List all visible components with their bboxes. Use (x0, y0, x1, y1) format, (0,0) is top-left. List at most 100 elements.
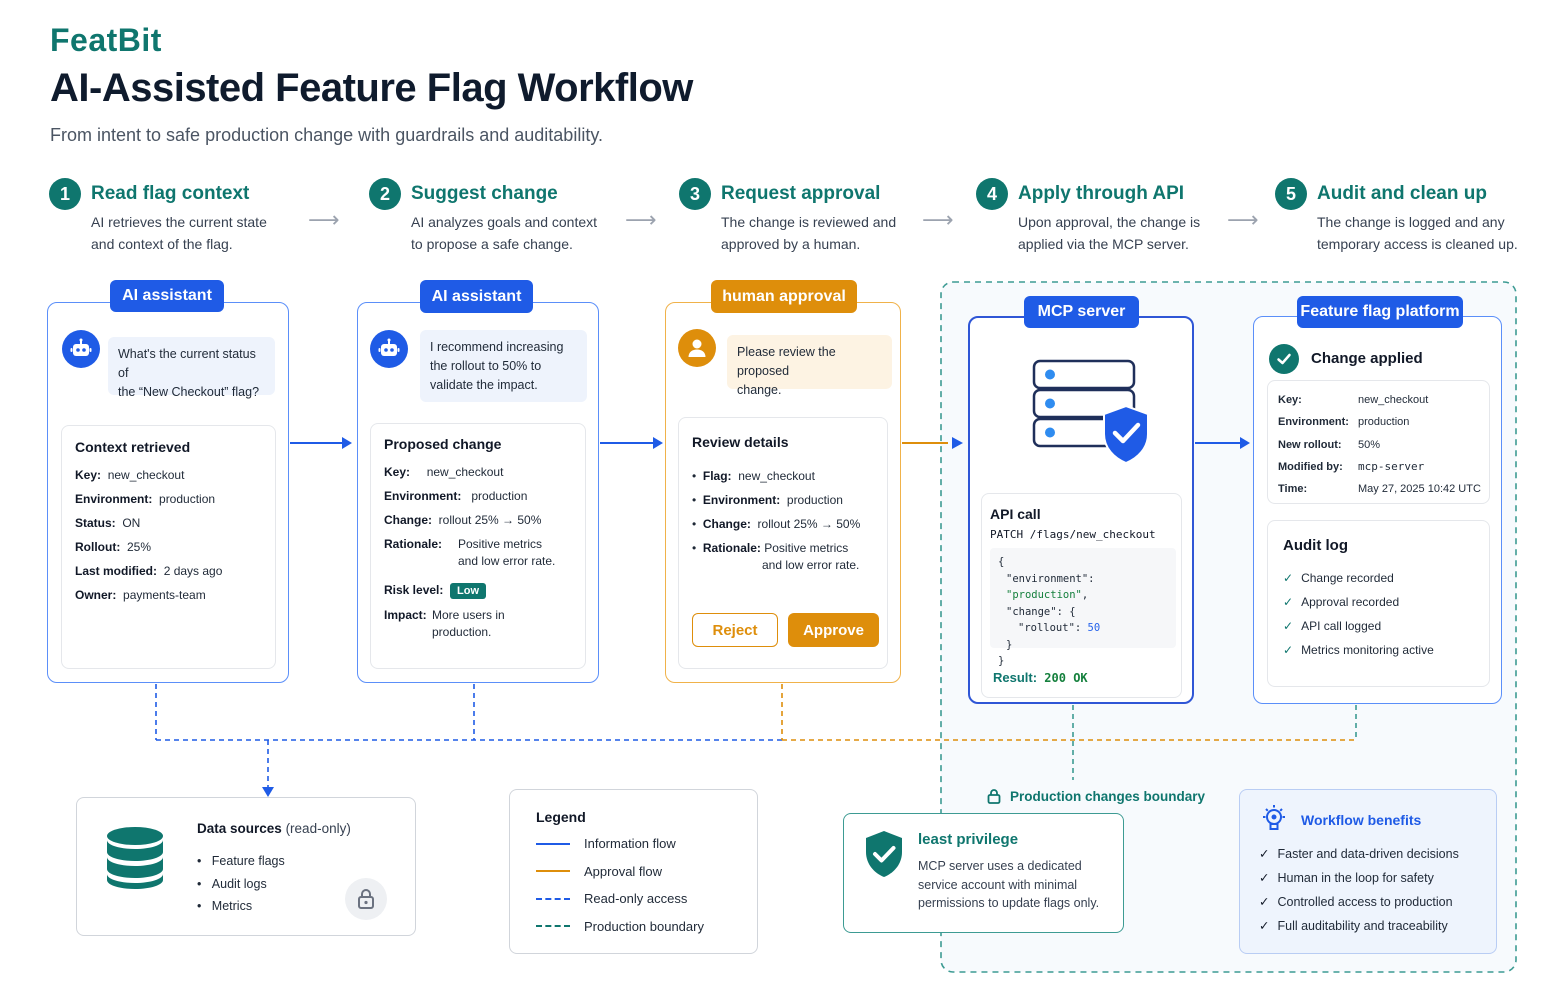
database-icon (107, 827, 163, 889)
benefit-item: ✓ Human in the loop for safety (1259, 866, 1459, 890)
kv-key: Status: (75, 516, 116, 530)
data-sources-card: Data sources (read-only) • Feature flags… (76, 797, 416, 936)
review-details-panel: Review details • Flag: new_checkout • En… (678, 417, 888, 669)
ai-question-bubble: What's the current status of the “New Ch… (108, 337, 275, 399)
bubble-line: Please review the proposed (737, 345, 836, 378)
lightbulb-icon (1263, 805, 1285, 830)
benefit-item: ✓Faster and data-driven decisions (1259, 842, 1459, 866)
audit-log-panel: Audit log ✓Change recorded ✓Approval rec… (1267, 520, 1490, 687)
lock-icon (345, 878, 387, 920)
code-key: "rollout": (1018, 622, 1088, 634)
code-key: "change": (1006, 605, 1070, 618)
legend-list: Information flow Approval flow Read-only… (536, 830, 704, 940)
check-icon: ✓ (1283, 571, 1294, 585)
platform-dashed-lines (1072, 705, 1357, 780)
applied-details-panel: Key:new_checkout Environment:production … (1267, 380, 1490, 504)
benefit-label: Human in the loop for safety (1277, 871, 1434, 885)
least-privilege-text: MCP server uses a dedicated service acco… (918, 857, 1099, 913)
kv-value: rollout 25% → 50% (757, 517, 861, 531)
kv-value: payments-team (123, 588, 206, 602)
kv-row: Environment:production (1278, 411, 1481, 433)
kv-value: production (159, 492, 216, 506)
human-approval-tag: human approval (711, 280, 857, 313)
step-title: Read flag context (91, 183, 250, 204)
legend-label: Approval flow (584, 863, 663, 879)
kv-value: production (471, 489, 528, 503)
information-flow-arrows (290, 437, 1250, 449)
legend-item: Approval flow (536, 858, 704, 886)
kv-key: Risk level: (384, 583, 444, 597)
proposal-rows: Key: new_checkout Environment: productio… (384, 460, 584, 641)
kv-value: and low error rate. (762, 558, 860, 572)
benefit-item: ✓Controlled access to production (1259, 890, 1459, 914)
reject-button[interactable]: Reject (692, 613, 778, 647)
kv-row: Time:May 27, 2025 10:42 UTC (1278, 478, 1481, 500)
server-shield-icon (1032, 359, 1149, 465)
robot-icon (62, 330, 100, 368)
shield-check-icon (866, 831, 902, 877)
benefits-title: Workflow benefits (1301, 812, 1422, 828)
step-desc-line2: to propose a safe change. (411, 236, 573, 252)
context-card: What's the current status of the “New Ch… (47, 302, 289, 683)
kv-key: Flag: (702, 469, 732, 483)
approve-button[interactable]: Approve (788, 613, 879, 647)
step-desc-line1: AI analyzes goals and context (411, 214, 598, 230)
workflow-benefits-card: Workflow benefits ✓Faster and data-drive… (1239, 789, 1497, 954)
brand-logo: FeatBit (50, 22, 162, 58)
kv-value: production (1358, 416, 1410, 429)
page-title: AI-Assisted Feature Flag Workflow (50, 66, 693, 110)
step-desc-line1: AI retrieves the current state (91, 214, 267, 230)
code-number: 50 (1087, 622, 1101, 634)
check-icon: ✓ (1259, 919, 1270, 933)
kv-key: Rollout: (75, 540, 121, 554)
data-sources-title: Data sources (read-only) (197, 821, 351, 836)
code-brace: { (1069, 605, 1076, 618)
kv-value: Positive metrics (764, 541, 849, 555)
code-line: } (998, 655, 1005, 667)
boundary-label-text: Production changes boundary (1010, 788, 1206, 804)
legend-swatch-readonly (536, 897, 570, 900)
kv-value: May 27, 2025 10:42 UTC (1358, 483, 1481, 496)
step-desc-line1: The change is logged and any (1317, 214, 1505, 230)
kv-value: production (786, 493, 843, 507)
step-number: 2 (369, 178, 401, 210)
request-body-code: { "environment": "production", "change":… (990, 548, 1176, 667)
kv-row: Last modified: 2 days ago (75, 559, 275, 583)
panel-title: Proposed change (384, 436, 502, 452)
legend-item: Production boundary (536, 913, 704, 941)
legend-label: Information flow (584, 836, 676, 852)
bubble-line: I recommend increasing (430, 340, 564, 354)
page-subtitle: From intent to safe production change wi… (50, 125, 603, 145)
legend-card: Legend Information flow Approval flow Re… (509, 789, 758, 954)
kv-key: Owner: (75, 588, 117, 602)
audit-item: ✓Metrics monitoring active (1283, 638, 1434, 662)
check-icon: ✓ (1259, 871, 1270, 885)
approval-card: Please review the proposed change. Revie… (665, 302, 901, 683)
review-item: • Change: rollout 25% → 50% (692, 517, 861, 531)
legend-title: Legend (536, 809, 586, 825)
bubble-line: validate the impact. (430, 378, 538, 392)
feature-flag-platform-card: Change applied Key:new_checkout Environm… (1253, 316, 1502, 704)
kv-key: Change: (384, 513, 432, 527)
kv-value: ON (122, 516, 141, 530)
check-circle-icon (1269, 344, 1299, 374)
kv-value: 50% (1358, 438, 1381, 451)
benefit-label: Faster and data-driven decisions (1277, 847, 1459, 861)
legend-swatch-approval (536, 870, 570, 873)
kv-key: Impact: (384, 608, 427, 622)
approval-flow-arrow (902, 437, 963, 449)
kv-value: new_checkout (738, 469, 815, 483)
benefit-label: Full auditability and traceability (1277, 919, 1448, 933)
kv-row: Environment: production (384, 484, 584, 508)
robot-icon (370, 330, 408, 368)
data-sources-list: • Feature flags • Audit logs • Metrics (197, 850, 285, 918)
check-icon: ✓ (1259, 895, 1270, 909)
step-number: 1 (49, 178, 81, 210)
kv-value: 2 days ago (163, 564, 223, 578)
list-item-label: Audit logs (211, 876, 267, 891)
review-item: • Environment: production (692, 493, 843, 507)
audit-item: ✓Change recorded (1283, 566, 1434, 590)
step-desc-line1: Upon approval, the change is (1018, 214, 1201, 230)
benefit-item: ✓ Full auditability and traceability (1259, 914, 1459, 938)
